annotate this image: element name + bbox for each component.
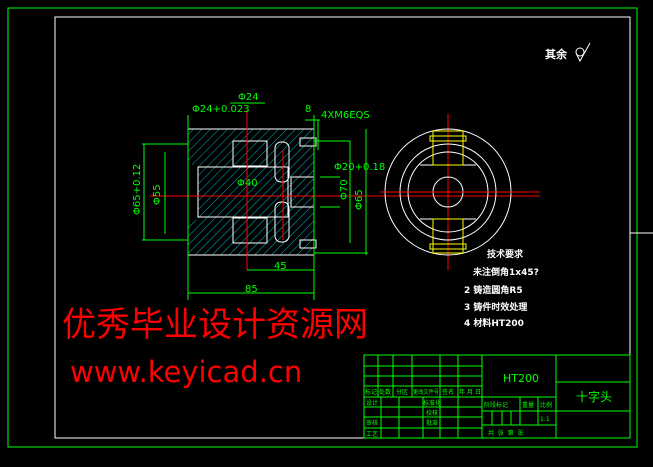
watermark-cn: 优秀毕业设计资源网 (62, 305, 368, 345)
tb-design: 设计 (366, 399, 378, 407)
dimension-lines (142, 102, 368, 300)
tb-date: 年 月 日 (459, 388, 481, 396)
dim-8: 8 (305, 104, 311, 115)
tb-zone: 分区 (396, 388, 408, 396)
tb-sign: 签名 (442, 388, 454, 396)
dim-d70: Φ70 (339, 179, 350, 200)
tb-stage-mark: 阶段标记 (484, 401, 508, 409)
title-block (363, 354, 631, 439)
dim-d20-tol: Φ20+0.18 (334, 162, 385, 173)
tb-sheets: 共 张 第 张 (488, 429, 523, 437)
section-view (187, 128, 317, 256)
roughness-symbol-icon (575, 42, 591, 63)
tb-mark: 标记 (365, 388, 377, 396)
tb-doc-no: 更改文件号 (413, 388, 439, 396)
tb-process: 工艺 (366, 430, 378, 438)
tb-weight: 重量 (522, 401, 534, 409)
dim-d65-tol: Φ65+0.12 (132, 164, 143, 215)
dim-85: 85 (245, 284, 258, 295)
tb-scale: 1:1 (540, 416, 550, 423)
tb-check: 校核 (426, 409, 438, 417)
tb-review: 审核 (366, 419, 378, 427)
tech-req-item: 3 铸件时效处理 (464, 301, 527, 313)
tb-standardize: 标准化 (423, 399, 441, 407)
dim-d65-right: Φ65 (354, 189, 365, 210)
dim-d24-tol: Φ24+0.023 (192, 104, 250, 115)
roughness-note: 其余 (545, 47, 568, 61)
side-view (380, 128, 540, 256)
dim-45: 45 (274, 261, 287, 272)
dim-d40: Φ40 (237, 178, 258, 189)
dim-thread: 4XM6EQS (321, 110, 370, 121)
tb-scale-label: 比例 (540, 401, 552, 409)
tb-material: HT200 (503, 372, 539, 385)
tech-req-title: 技术要求 (487, 248, 524, 260)
tb-approve-no: 批准 (426, 419, 438, 427)
tech-req-item: 未注倒角1x45? (472, 266, 539, 278)
tech-req-item: 4 材料HT200 (464, 317, 524, 329)
tb-part-name: 十字头 (576, 389, 612, 404)
watermark-url: www.keyicad.cn (70, 355, 302, 389)
dim-d55: Φ55 (152, 184, 163, 205)
inner-frame (54, 16, 631, 439)
tb-count: 处数 (379, 388, 391, 396)
tech-req-item: 2 铸造圆角R5 (464, 284, 523, 296)
dim-d24: Φ24 (238, 92, 259, 103)
outer-border (7, 7, 638, 448)
